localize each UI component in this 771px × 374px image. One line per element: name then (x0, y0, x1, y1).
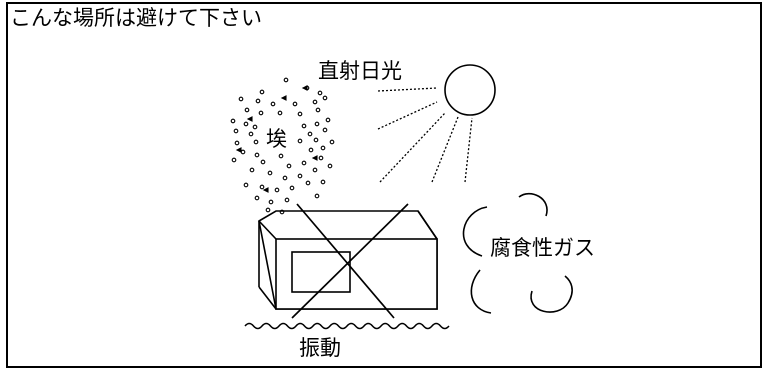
diagram-frame (6, 2, 762, 368)
gas-cloud-icon (462, 192, 573, 314)
label-dust: 埃 (266, 127, 287, 151)
label-direct-sunlight: 直射日光 (318, 59, 402, 83)
device-icon (258, 210, 438, 310)
label-corrosive-gas: 腐食性ガス (490, 236, 595, 260)
diagram-title: こんな場所は避けて下さい (10, 6, 262, 30)
sun-icon (377, 64, 496, 183)
label-vibration: 振動 (299, 336, 341, 360)
vibration-wave-icon (244, 322, 450, 330)
prohibited-cross-icon (291, 203, 409, 319)
dust-particles (230, 77, 335, 215)
